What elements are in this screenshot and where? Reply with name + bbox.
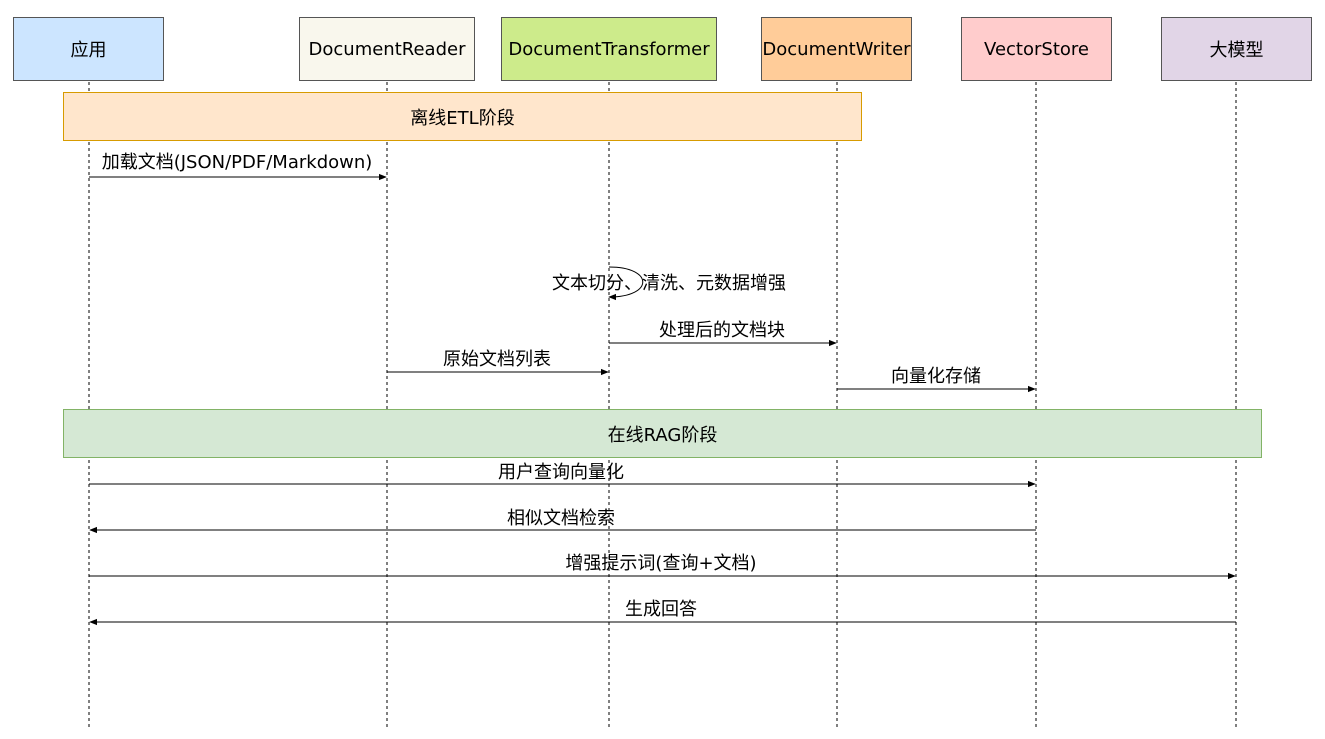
participant-document-writer: DocumentWriter	[761, 17, 912, 81]
participant-document-writer-label: DocumentWriter	[762, 38, 911, 60]
participant-document-reader-label: DocumentReader	[308, 38, 466, 60]
participant-document-transformer-label: DocumentTransformer	[508, 38, 710, 60]
message-label-generate-answer: 生成回答	[625, 599, 697, 620]
phase-rag-label: 在线RAG阶段	[607, 424, 718, 446]
participant-app-label: 应用	[70, 40, 107, 61]
participant-app: 应用	[13, 17, 164, 81]
participant-llm: 大模型	[1161, 17, 1312, 81]
message-label-load-docs: 加载文档(JSON/PDF/Markdown)	[101, 152, 373, 173]
participant-document-reader: DocumentReader	[299, 17, 475, 81]
message-label-similar-docs: 相似文档检索	[507, 508, 615, 529]
participant-vector-store-label: VectorStore	[984, 38, 1089, 60]
participant-vector-store: VectorStore	[961, 17, 1112, 81]
participant-llm-label: 大模型	[1209, 40, 1264, 61]
message-label-vector-store: 向量化存储	[891, 366, 981, 387]
message-label-processed-chunks: 处理后的文档块	[659, 320, 785, 341]
phase-etl-banner: 离线ETL阶段	[63, 92, 862, 141]
arrow-transform-self	[608, 266, 643, 301]
message-label-transform-self: 文本切分、清洗、元数据增强	[552, 273, 786, 294]
message-label-augmented-prompt: 增强提示词(查询+文档)	[565, 553, 757, 574]
phase-rag-banner: 在线RAG阶段	[63, 409, 1262, 458]
phase-etl-label: 离线ETL阶段	[410, 107, 515, 129]
message-label-raw-doc-list: 原始文档列表	[443, 349, 551, 370]
participant-document-transformer: DocumentTransformer	[501, 17, 717, 81]
message-label-query-vectorize: 用户查询向量化	[498, 462, 624, 483]
